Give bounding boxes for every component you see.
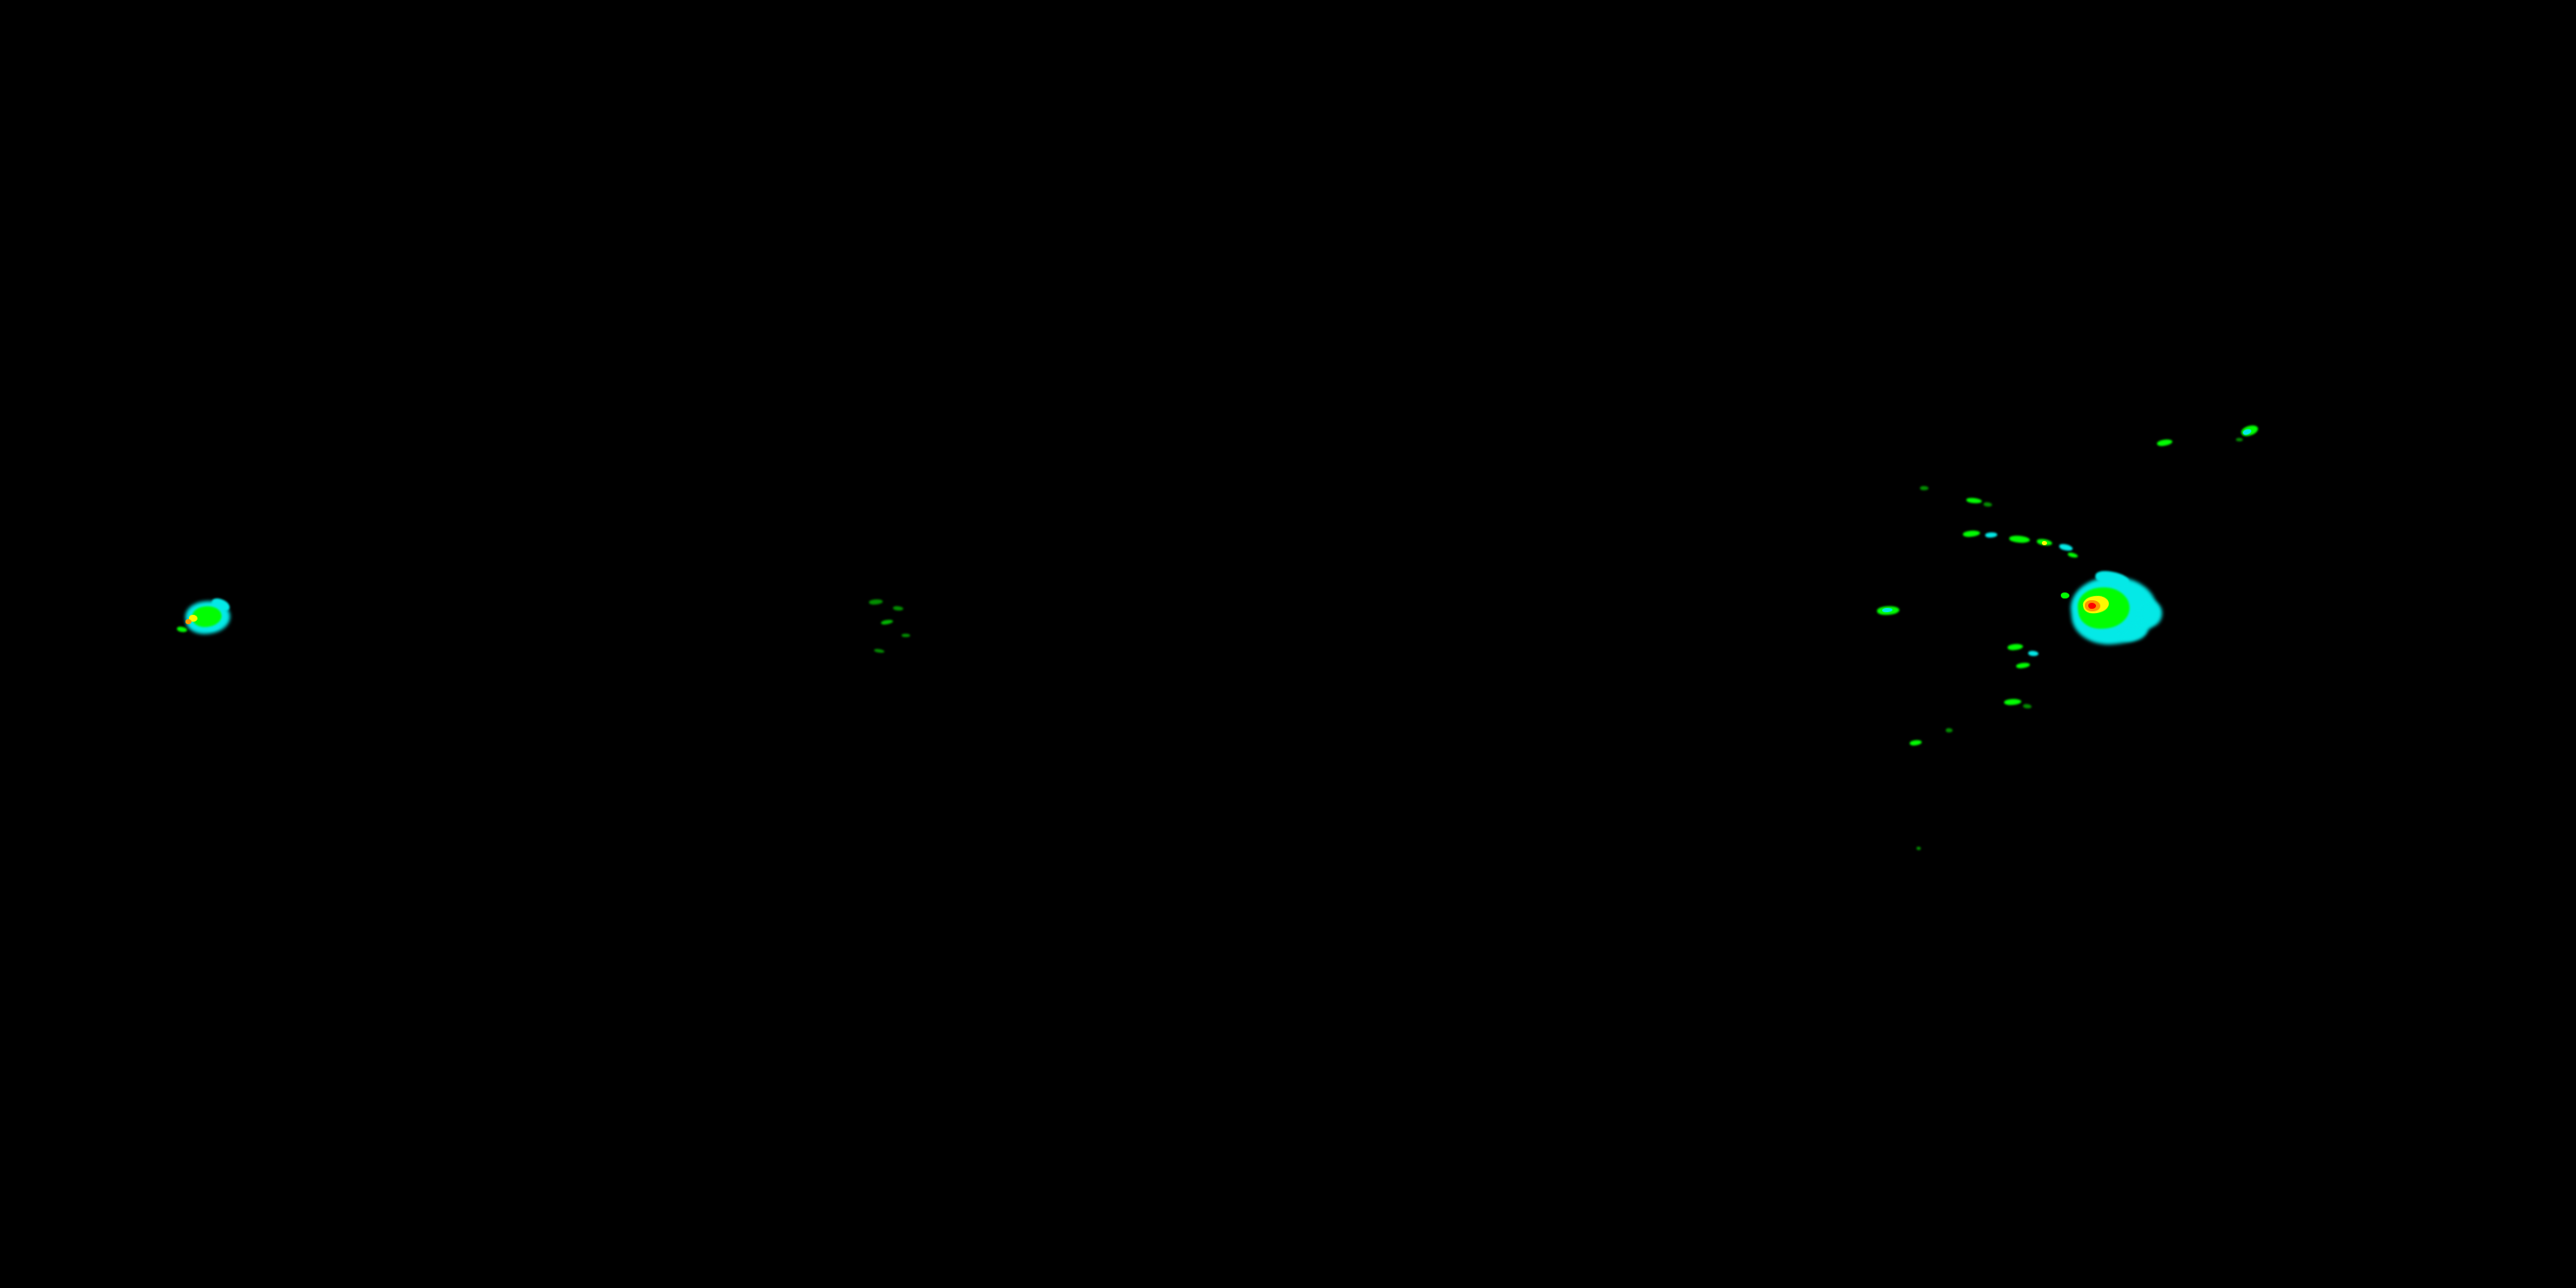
radar-echo (1983, 501, 1993, 507)
radar-echo (2061, 592, 2069, 598)
radar-echo (873, 648, 885, 653)
radar-echo (902, 634, 910, 637)
radar-echo (1946, 728, 1953, 732)
radar-echo (189, 615, 197, 622)
radar-echo (2156, 438, 2173, 447)
radar-echo (868, 598, 884, 605)
radar-echo (880, 618, 894, 626)
radar-echo (892, 605, 904, 611)
radar-echo (2042, 541, 2047, 545)
radar-echo (1909, 739, 1923, 746)
radar-echo (1917, 847, 1921, 850)
radar-echo (2236, 438, 2243, 441)
radar-echo (2008, 535, 2031, 544)
radar-echo (1965, 497, 1983, 504)
radar-echo (2007, 643, 2024, 651)
radar-echo (2022, 703, 2032, 709)
radar-echo (176, 626, 188, 633)
radar-echo (1962, 529, 1981, 538)
radar-echo (2027, 650, 2039, 657)
radar-echo (2058, 543, 2074, 552)
radar-echo (1920, 486, 1929, 490)
radar-echo (185, 619, 191, 624)
radar-echo (2015, 661, 2031, 670)
radar-echo (2067, 551, 2079, 559)
radar-echo (2088, 603, 2096, 609)
radar-echo (2003, 698, 2022, 706)
radar-echo (1984, 532, 1998, 538)
